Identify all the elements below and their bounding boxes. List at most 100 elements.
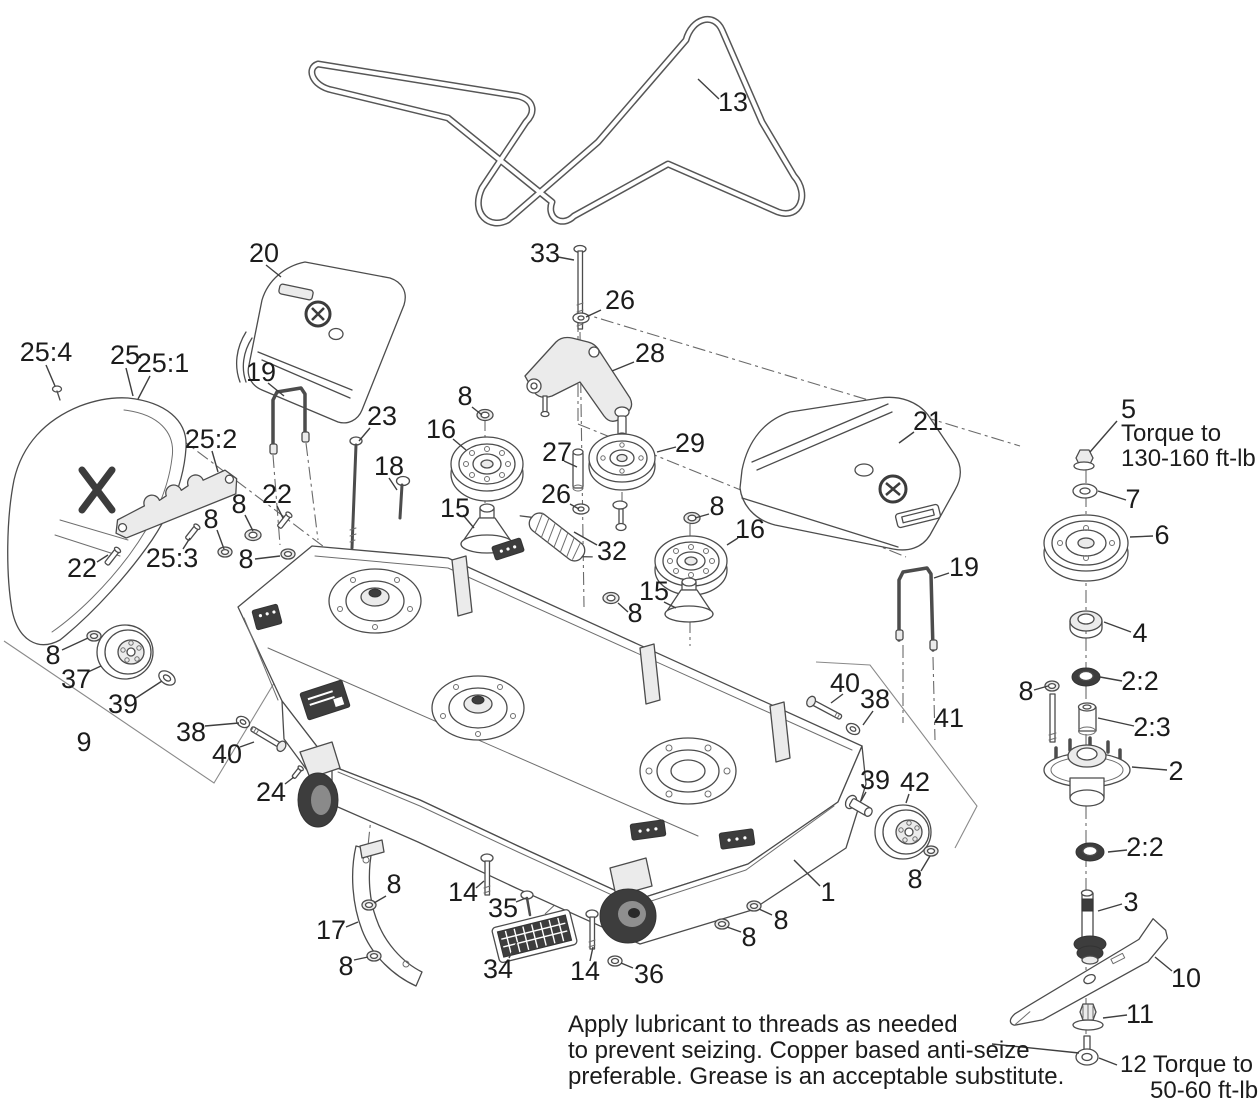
part-number-label: 9 <box>76 727 91 757</box>
part-number-label: 19 <box>246 357 276 387</box>
flat-idler-pulley-29 <box>588 433 656 532</box>
part-number-label: 16 <box>735 514 765 544</box>
leader-line <box>125 367 134 397</box>
warning-decal <box>491 537 525 561</box>
part-number-label: 8 <box>338 951 353 981</box>
leader-line <box>45 364 56 387</box>
part-number-label: 2:2 <box>1126 832 1164 862</box>
part-number-label: 15 <box>639 576 669 606</box>
part-number-label: 32 <box>597 536 627 566</box>
leader-line <box>573 531 598 546</box>
washer-26-upper <box>572 312 590 324</box>
washer-38-left <box>235 715 251 729</box>
leader-line <box>1099 676 1123 682</box>
leader-line <box>216 529 225 550</box>
washer-38-right <box>845 722 861 736</box>
part-number-label: 38 <box>176 717 206 747</box>
part-number-label: 11 <box>1126 999 1154 1029</box>
leader-line <box>860 791 867 802</box>
part-number-label: 13 <box>718 87 748 117</box>
leader-line <box>1097 717 1135 727</box>
part-number-label: 41 <box>934 703 964 733</box>
screw-35 <box>520 890 534 917</box>
part-number-label: 1 <box>820 877 835 907</box>
leader-line <box>137 375 151 400</box>
part-number-label: 8 <box>203 504 218 534</box>
screw-25-4 <box>51 385 63 401</box>
washer-7 <box>1072 483 1098 499</box>
leader-line <box>758 908 773 916</box>
leader-line <box>508 941 518 959</box>
part-number-label: 36 <box>634 959 664 989</box>
part-number-label: 8 <box>238 544 253 574</box>
leader-line <box>462 514 475 529</box>
part-number-label: 35 <box>488 893 518 923</box>
leader-line <box>793 859 821 887</box>
anti-scalp-roller-middle <box>599 857 657 944</box>
part-number-label: 2:3 <box>1133 712 1171 742</box>
part-number-label: 38 <box>860 684 890 714</box>
leader-line <box>265 264 282 278</box>
part-number-label: 8 <box>709 491 724 521</box>
cone-guard-15-right <box>664 577 714 623</box>
part-number-label: 39 <box>108 689 138 719</box>
part-number-label: 8 <box>907 864 922 894</box>
leader-line <box>1097 490 1127 501</box>
leader-line <box>182 537 191 550</box>
leader-line <box>694 513 710 519</box>
leader-line <box>61 637 89 651</box>
bolt-33 <box>573 244 587 330</box>
pin-22-right <box>277 511 293 529</box>
leader-line <box>663 601 677 609</box>
spacer-27 <box>572 448 584 492</box>
part-number-label: 8 <box>773 905 788 935</box>
bearing-2-2-upper <box>1071 667 1101 687</box>
leader-line <box>1102 1014 1128 1019</box>
leader-line <box>620 962 634 969</box>
extension-spring-32 <box>519 512 593 562</box>
leader-line <box>697 78 720 100</box>
part-number-label: 17 <box>316 915 346 945</box>
leader-line <box>905 793 910 804</box>
bolt-14-right <box>585 909 599 950</box>
pin-25-3 <box>185 523 201 541</box>
idler-pulley-16-left <box>450 436 524 502</box>
bolt-23 <box>349 436 363 550</box>
spindle-shaft-3 <box>1073 889 1107 965</box>
leader-line <box>617 602 629 613</box>
nut-36 <box>607 955 623 967</box>
part-number-label: 40 <box>830 668 860 698</box>
leader-line <box>1097 903 1123 912</box>
bracket-25-2 <box>115 469 238 539</box>
leader-line <box>1131 766 1168 771</box>
bolt-40-right <box>806 695 843 720</box>
part-number-label: 25:2 <box>185 424 238 454</box>
part-number-label: 40 <box>212 739 242 769</box>
leader-line <box>726 537 739 546</box>
part-number-label: 8 <box>627 598 642 628</box>
part-number-label: 16 <box>426 414 456 444</box>
part-number-label: 8 <box>741 922 756 952</box>
part-number-label: 8 <box>386 869 401 899</box>
part-number-label: 10 <box>1171 963 1201 993</box>
part-number-label: 22 <box>262 479 292 509</box>
part-number-label: 7 <box>1125 484 1140 514</box>
leader-line <box>1089 420 1118 453</box>
leader-line <box>452 438 467 451</box>
flange-nut-8 <box>86 408 939 962</box>
part-number-label: 4 <box>1132 618 1147 648</box>
annotation-text: Torque to <box>1121 420 1221 447</box>
part-number-label: 26 <box>541 479 571 509</box>
part-number-label: 39 <box>860 765 890 795</box>
blade-nut-11 <box>1072 1003 1104 1031</box>
leader-line <box>373 895 387 904</box>
leader-line <box>135 680 163 699</box>
leader-line <box>1033 685 1049 691</box>
leader-line <box>557 256 575 261</box>
part-number-label: 28 <box>635 338 665 368</box>
bolt-14-left <box>480 853 494 896</box>
leader-line <box>862 710 874 726</box>
